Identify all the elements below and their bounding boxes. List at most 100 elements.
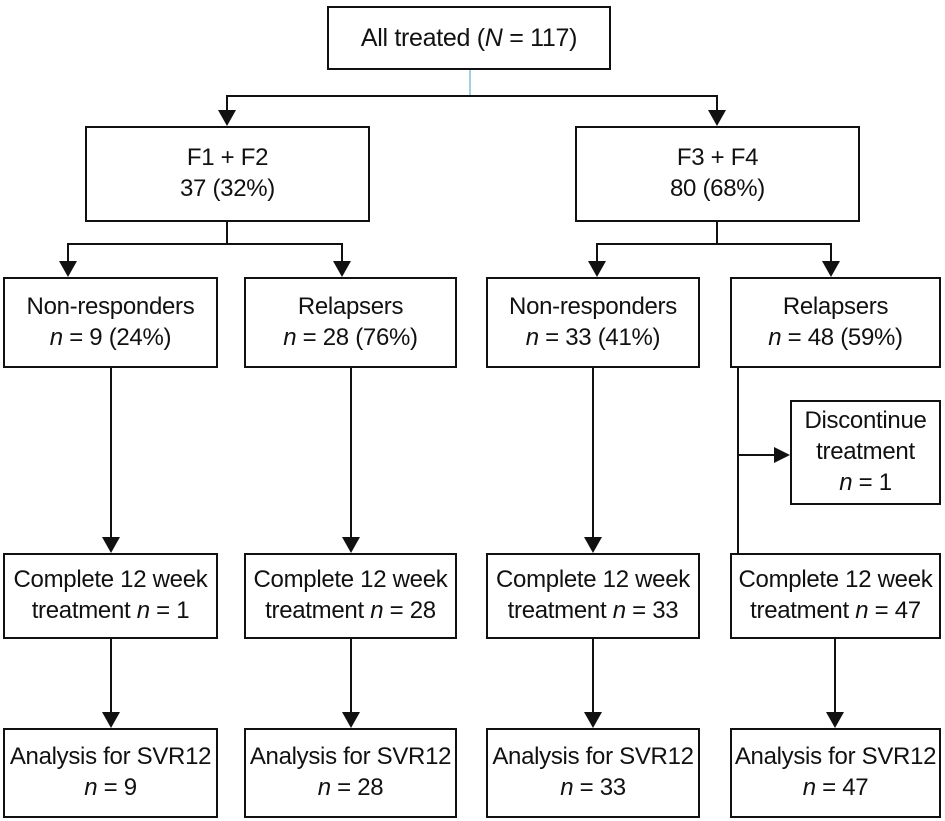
analysis-4-stat: n = 47: [803, 773, 869, 804]
connector-analysis-2-drop: [350, 639, 352, 713]
stat-value: = 28: [383, 597, 437, 624]
arrow-down-complete-3: [584, 537, 602, 553]
stat-value: = 1: [149, 597, 190, 624]
all-treated-variable: N: [484, 24, 503, 52]
box-analysis-svr12-4: Analysis for SVR12 n = 47: [730, 728, 941, 818]
arrow-down-f1f2: [218, 110, 236, 126]
complete-2-label: Complete 12 week: [253, 566, 448, 594]
analysis-1-stat: n = 9: [84, 773, 137, 804]
connector-col1-drop: [110, 368, 112, 538]
complete-3-stat: treatment n = 33: [508, 596, 679, 627]
nonresp-f1f2-label: Non-responders: [26, 292, 195, 320]
connector-stub-nonresp-f1f2: [67, 243, 69, 261]
connector-split-f1f2-bar: [67, 243, 343, 245]
connector-col3-drop: [592, 368, 594, 538]
stat-variable: n: [839, 468, 853, 496]
stat-value: = 47: [815, 774, 869, 801]
analysis-4-label: Analysis for SVR12: [734, 743, 937, 771]
box-f1-f2: F1 + F2 37 (32%): [85, 126, 370, 222]
stat-value: = 9 (24%): [62, 323, 172, 351]
connector-stub-f3f4: [716, 95, 718, 112]
box-analysis-svr12-3: Analysis for SVR12 n = 33: [486, 728, 700, 818]
connector-col4-drop: [737, 368, 739, 553]
connector-split-f3f4-stem: [716, 222, 718, 245]
stat-variable: n: [370, 597, 384, 624]
relapsers-f1f2-label: Relapsers: [297, 292, 404, 320]
arrow-down-nonresp-f1f2: [59, 261, 77, 277]
complete-2-stat: treatment n = 28: [265, 596, 436, 627]
stat-value: = 9: [97, 774, 137, 801]
stat-variable: n: [317, 774, 331, 801]
stat-variable: n: [49, 323, 63, 351]
arrow-down-analysis-1: [102, 712, 120, 728]
complete-4-stat: treatment n = 47: [750, 596, 921, 627]
discontinue-label-1: Discontinue: [804, 407, 927, 435]
stat-value: = 48 (59%): [781, 323, 903, 351]
arrow-down-f3f4: [708, 110, 726, 126]
box-complete-treatment-1: Complete 12 week treatment n = 1: [3, 553, 218, 639]
connector-accent-drop: [469, 70, 471, 96]
connector-col2-drop: [350, 368, 352, 538]
connector-stub-relapsers-f1f2: [341, 243, 343, 261]
stat-value: = 33 (41%): [538, 323, 661, 351]
box-complete-treatment-4: Complete 12 week treatment n = 47: [730, 553, 941, 639]
box-discontinue-treatment: Discontinue treatment n = 1: [790, 400, 941, 505]
stat-value: = 33: [573, 774, 627, 801]
connector-stub-nonresp-f3f4: [596, 243, 598, 261]
stat-prefix: treatment: [31, 597, 137, 624]
box-analysis-svr12-1: Analysis for SVR12 n = 9: [3, 728, 218, 818]
nonresp-f1f2-stat: n = 9 (24%): [49, 323, 172, 354]
stat-prefix: treatment: [507, 597, 613, 624]
analysis-1-label: Analysis for SVR12: [9, 743, 212, 771]
f3f4-count: 80 (68%): [670, 175, 765, 202]
nonresp-f3f4-label: Non-responders: [509, 292, 677, 320]
stat-prefix: treatment: [750, 597, 856, 624]
stat-variable: n: [612, 597, 626, 624]
analysis-3-label: Analysis for SVR12: [492, 743, 694, 771]
connector-stub-f1f2: [226, 95, 228, 112]
stat-variable: n: [136, 597, 150, 624]
f1f2-count: 37 (32%): [180, 175, 275, 202]
complete-1-stat: treatment n = 1: [32, 596, 190, 627]
f3f4-label: F3 + F4: [676, 144, 759, 172]
complete-3-label: Complete 12 week: [496, 566, 690, 594]
arrow-down-analysis-2: [342, 712, 360, 728]
box-complete-treatment-2: Complete 12 week treatment n = 28: [244, 553, 457, 639]
arrow-down-complete-2: [342, 537, 360, 553]
analysis-2-stat: n = 28: [318, 773, 384, 804]
stat-variable: n: [855, 597, 869, 624]
connector-split-f1f2-stem: [226, 222, 228, 245]
connector-analysis-4-drop: [834, 639, 836, 713]
stat-value: = 28 (76%): [296, 323, 418, 351]
complete-4-label: Complete 12 week: [738, 566, 933, 594]
stat-value: = 28: [330, 774, 384, 801]
box-f3-f4: F3 + F4 80 (68%): [575, 126, 860, 222]
all-treated-label: All treated (N = 117): [360, 22, 578, 54]
arrow-down-relapsers-f3f4: [822, 261, 840, 277]
stat-variable: n: [802, 774, 816, 801]
arrow-down-nonresp-f3f4: [588, 261, 606, 277]
stat-value: = 33: [625, 597, 679, 624]
stat-value: = 47: [868, 597, 922, 624]
arrow-right-discontinue: [774, 447, 790, 463]
stat-variable: n: [525, 323, 539, 351]
connector-stub-relapsers-f3f4: [830, 243, 832, 261]
discontinue-stat: n = 1: [839, 468, 892, 499]
stat-value: = 1: [852, 468, 892, 496]
nonresp-f3f4-stat: n = 33 (41%): [526, 323, 661, 354]
connector-analysis-1-drop: [110, 639, 112, 713]
arrow-down-complete-1: [102, 537, 120, 553]
box-nonresponders-f3f4: Non-responders n = 33 (41%): [486, 277, 700, 368]
arrow-down-analysis-3: [584, 712, 602, 728]
box-nonresponders-f1f2: Non-responders n = 9 (24%): [3, 277, 218, 368]
discontinue-label-2: treatment: [816, 438, 915, 466]
connector-branch-bar: [226, 95, 718, 97]
stat-variable: n: [84, 774, 98, 801]
stat-prefix: treatment: [265, 597, 371, 624]
box-all-treated: All treated (N = 117): [327, 6, 611, 70]
all-treated-prefix: All treated (: [360, 24, 485, 52]
box-relapsers-f1f2: Relapsers n = 28 (76%): [244, 277, 457, 368]
box-complete-treatment-3: Complete 12 week treatment n = 33: [486, 553, 700, 639]
stat-variable: n: [283, 323, 297, 351]
